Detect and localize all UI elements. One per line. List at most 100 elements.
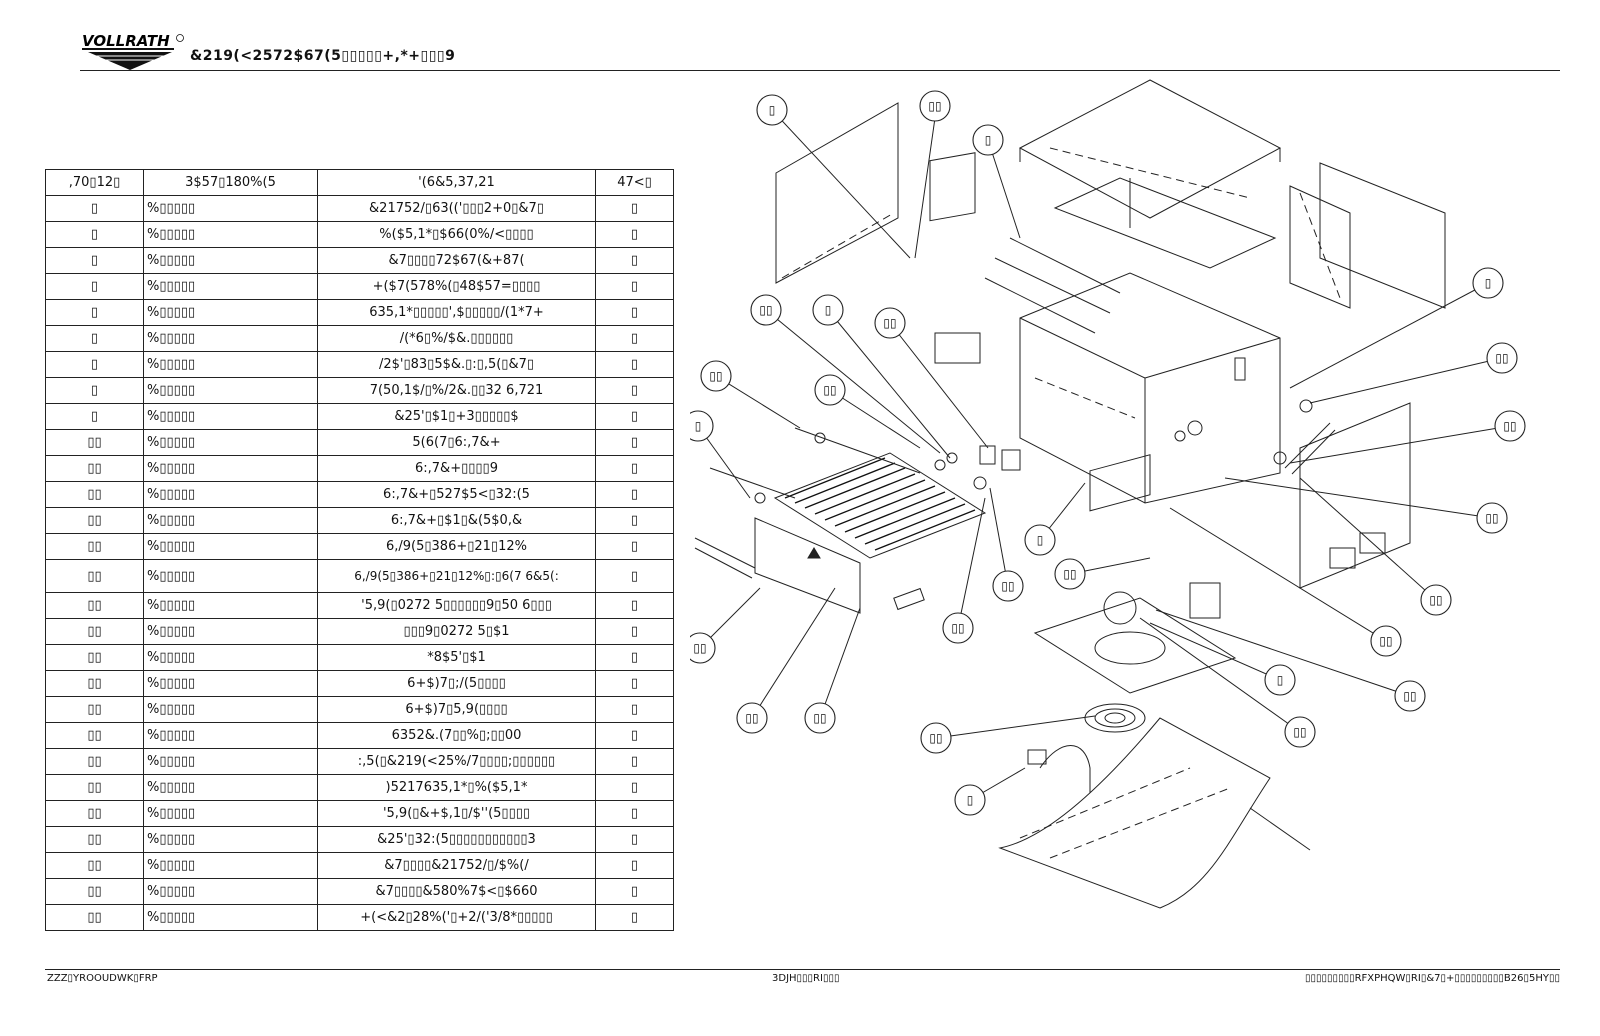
qty-cell: ▯ xyxy=(595,481,674,508)
qty-cell: ▯ xyxy=(595,351,674,378)
part-number-cell: %▯▯▯▯▯ xyxy=(143,533,318,560)
parts-table: ,70▯12▯ 3$57▯180%(5 '(6&5,37,21 47<▯ ▯%▯… xyxy=(45,169,674,931)
callout-label: ▯▯ xyxy=(759,303,772,317)
description-cell: 6,/9(5▯386+▯21▯12%▯:▯6(7 6&5(: xyxy=(317,559,596,593)
oven-body xyxy=(1019,272,1281,504)
qty-cell: ▯ xyxy=(595,774,674,801)
part-number-cell: %▯▯▯▯▯ xyxy=(143,722,318,749)
description-cell: 5(6(7▯6:,7&+ xyxy=(317,429,596,456)
table-row: ▯▯%▯▯▯▯▯*8$5'▯$1▯ xyxy=(45,644,674,671)
table-row: ▯%▯▯▯▯▯&21752/▯63(('▯▯▯2+0▯&7▯▯ xyxy=(45,195,674,222)
qty-cell: ▯ xyxy=(595,221,674,248)
part-number-cell: %▯▯▯▯▯ xyxy=(143,299,318,326)
part-number-cell: %▯▯▯▯▯ xyxy=(143,377,318,404)
qty-cell: ▯ xyxy=(595,507,674,534)
part-number-cell: %▯▯▯▯▯ xyxy=(143,904,318,931)
qty-cell: ▯ xyxy=(595,533,674,560)
callout-bubble xyxy=(1370,625,1402,657)
table-row: ▯▯%▯▯▯▯▯6:,7&+▯▯▯▯9▯ xyxy=(45,455,674,482)
callout-bubble xyxy=(736,702,768,734)
qty-cell: ▯ xyxy=(595,195,674,222)
part-number-cell: %▯▯▯▯▯ xyxy=(143,878,318,905)
item-cell: ▯ xyxy=(45,325,144,352)
callout-label: ▯▯ xyxy=(709,369,722,383)
qty-cell: ▯ xyxy=(595,377,674,404)
description-cell: 6352&.(7▯▯%▯;▯▯00 xyxy=(317,722,596,749)
table-row: ▯▯%▯▯▯▯▯)5217635,1*▯%($5,1*▯ xyxy=(45,774,674,801)
qty-cell: ▯ xyxy=(595,722,674,749)
callout-bubble xyxy=(1494,410,1526,442)
table-row: ▯▯%▯▯▯▯▯6,/9(5▯386+▯21▯12%▯ xyxy=(45,533,674,560)
description-cell: 6:,7&+▯▯▯▯9 xyxy=(317,455,596,482)
table-row: ▯%▯▯▯▯▯&7▯▯▯▯72$67(&+87(▯ xyxy=(45,247,674,274)
callout-label: ▯ xyxy=(825,303,832,317)
callout-bubble xyxy=(954,784,986,816)
callout-bubble xyxy=(750,294,782,326)
callout-bubble xyxy=(1476,502,1508,534)
item-cell: ▯▯ xyxy=(45,429,144,456)
table-row: ▯%▯▯▯▯▯&25'▯$1▯+3▯▯▯▯▯$▯ xyxy=(45,403,674,430)
item-cell: ▯▯ xyxy=(45,455,144,482)
callout-label: ▯▯ xyxy=(1503,419,1516,433)
table-row: ▯%▯▯▯▯▯%($5,1*▯$66(0%/<▯▯▯▯▯ xyxy=(45,221,674,248)
callout-bubble xyxy=(700,360,732,392)
header-divider xyxy=(80,70,1560,71)
callout-bubble xyxy=(942,612,974,644)
side-panel-left xyxy=(775,102,899,284)
description-cell: &25'▯$1▯+3▯▯▯▯▯$ xyxy=(317,403,596,430)
qty-cell: ▯ xyxy=(595,559,674,593)
power-cord xyxy=(1027,745,1091,793)
table-row: ▯▯%▯▯▯▯▯:,5(▯&219(<25%/7▯▯▯▯;▯▯▯▯▯▯▯ xyxy=(45,748,674,775)
description-cell: '5,9(▯&+$,1▯/$''(5▯▯▯▯ xyxy=(317,800,596,827)
part-number-cell: %▯▯▯▯▯ xyxy=(143,221,318,248)
qty-cell: ▯ xyxy=(595,592,674,619)
description-cell: *8$5'▯$1 xyxy=(317,644,596,671)
crumb-tray xyxy=(694,517,925,614)
table-row: ▯▯%▯▯▯▯▯5(6(7▯6:,7&+▯ xyxy=(45,429,674,456)
part-number-cell: %▯▯▯▯▯ xyxy=(143,247,318,274)
item-cell: ▯▯ xyxy=(45,774,144,801)
table-row: ▯▯%▯▯▯▯▯▯▯▯9▯0272 5▯$1▯ xyxy=(45,618,674,645)
access-panel xyxy=(1299,402,1411,589)
description-cell: %($5,1*▯$66(0%/<▯▯▯▯ xyxy=(317,221,596,248)
description-cell: 6:,7&+▯527$5<▯32:(5 xyxy=(317,481,596,508)
column-header-qty: 47<▯ xyxy=(595,169,674,196)
item-cell: ▯▯ xyxy=(45,748,144,775)
fan-assembly xyxy=(1033,454,1237,694)
callout-label: ▯▯ xyxy=(929,731,942,745)
controls-cluster xyxy=(934,332,1021,490)
part-number-cell: %▯▯▯▯▯ xyxy=(143,273,318,300)
description-cell: +(<&2▯28%('▯+2/('3/8*▯▯▯▯▯ xyxy=(317,904,596,931)
description-cell: 6:,7&+▯$1▯&(5$0,& xyxy=(317,507,596,534)
callout-bubble xyxy=(874,307,906,339)
callout-label: ▯▯ xyxy=(813,711,826,725)
side-panel-right xyxy=(1289,162,1446,309)
callout-label: ▯▯ xyxy=(693,641,706,655)
exploded-parts-diagram: ▯▯▯▯▯▯▯▯▯▯▯▯▯▯▯▯▯▯▯▯▯▯▯▯▯▯▯▯▯▯▯▯▯▯▯▯▯▯▯▯… xyxy=(690,79,1526,909)
description-cell: &7▯▯▯▯72$67(&+87( xyxy=(317,247,596,274)
part-number-cell: %▯▯▯▯▯ xyxy=(143,403,318,430)
part-number-cell: %▯▯▯▯▯ xyxy=(143,826,318,853)
table-row: ▯▯%▯▯▯▯▯6352&.(7▯▯%▯;▯▯00▯ xyxy=(45,722,674,749)
bottom-cover xyxy=(998,717,1271,909)
part-number-cell: %▯▯▯▯▯ xyxy=(143,351,318,378)
callout-bubble xyxy=(1420,584,1452,616)
page-title: &219(<2572$67(5▯▯▯▯▯+,*+▯▯▯9 xyxy=(190,48,456,64)
description-cell: &21752/▯63(('▯▯▯2+0▯&7▯ xyxy=(317,195,596,222)
table-row: ▯▯%▯▯▯▯▯'5,9(▯0272 5▯▯▯▯▯▯9▯50 6▯▯▯▯ xyxy=(45,592,674,619)
description-cell: /2$'▯83▯5$&.▯:▯,5(▯&7▯ xyxy=(317,351,596,378)
callout-bubble xyxy=(919,90,951,122)
top-cover xyxy=(1018,79,1282,269)
part-number-cell: %▯▯▯▯▯ xyxy=(143,696,318,723)
table-row: ▯%▯▯▯▯▯/2$'▯83▯5$&.▯:▯,5(▯&7▯▯ xyxy=(45,351,674,378)
qty-cell: ▯ xyxy=(595,670,674,697)
footer-document-id: ▯▯▯▯▯▯▯▯▯RFXPHQW▯RI▯&7▯+▯▯▯▯▯▯▯▯▯B26▯5HY… xyxy=(1305,973,1560,984)
description-cell: 6+$)7▯;/(5▯▯▯▯ xyxy=(317,670,596,697)
callout-label: ▯ xyxy=(967,793,974,807)
item-cell: ▯ xyxy=(45,377,144,404)
drive-chain xyxy=(1273,399,1336,475)
callout-label: ▯▯ xyxy=(928,99,941,113)
part-number-cell: %▯▯▯▯▯ xyxy=(143,852,318,879)
description-cell: :,5(▯&219(<25%/7▯▯▯▯;▯▯▯▯▯▯ xyxy=(317,748,596,775)
callout-label: ▯▯ xyxy=(1495,351,1508,365)
